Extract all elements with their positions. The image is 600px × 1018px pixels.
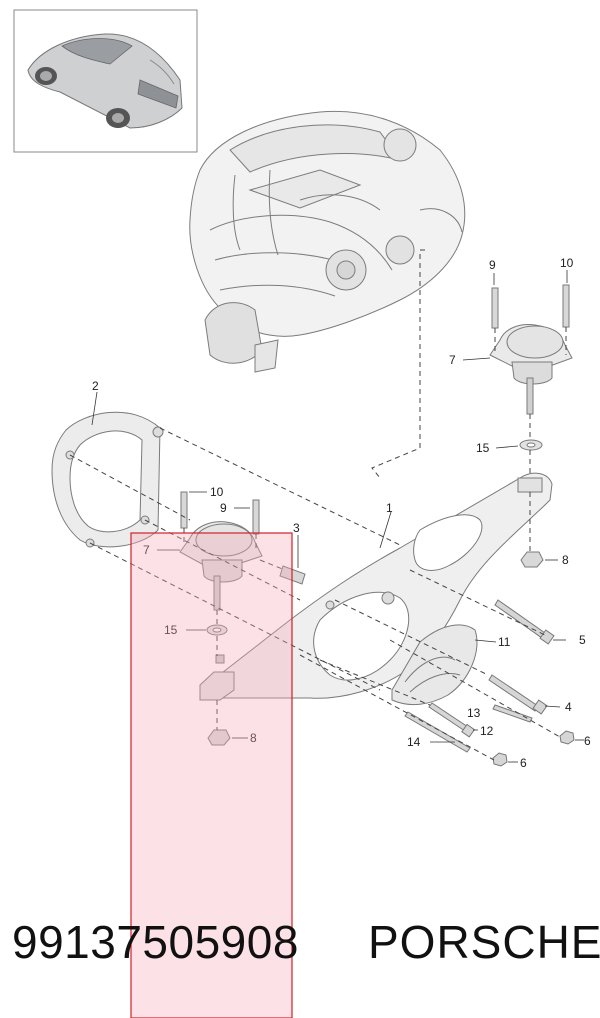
mount-leaders-left [189, 491, 250, 509]
callout-2: 2 [92, 379, 99, 393]
leader-lines [91, 270, 584, 763]
callout-12: 12 [480, 724, 494, 738]
callout-9: 9 [220, 501, 227, 515]
callout-10: 10 [560, 256, 574, 270]
callout-8: 8 [562, 553, 569, 567]
callout-4: 4 [565, 700, 572, 714]
transmission-bracket [199, 472, 553, 701]
callout-11: 11 [498, 635, 511, 649]
part-number: 99137505908 [12, 916, 299, 968]
heat-shield [391, 624, 478, 706]
callout-15: 15 [476, 441, 490, 455]
highlight-box [130, 532, 293, 1018]
callout-labels: 1 2 3 4 5 6 6 7 7 8 8 9 9 10 10 11 12 13… [92, 256, 591, 770]
brand-name: PORSCHE [368, 916, 600, 968]
callout-15: 15 [164, 623, 178, 637]
callout-1: 1 [386, 501, 393, 515]
assembly-lines [69, 249, 567, 761]
callout-14: 14 [407, 735, 421, 749]
callout-3: 3 [293, 521, 300, 535]
vehicle-thumbnail [13, 9, 198, 153]
adapter-plate [51, 411, 164, 548]
engine-illustration [189, 110, 466, 373]
callout-6: 6 [520, 756, 527, 770]
callout-7: 7 [449, 353, 456, 367]
car-icon [27, 33, 183, 129]
callout-10: 10 [210, 485, 224, 499]
callout-6: 6 [584, 734, 591, 748]
callout-5: 5 [579, 633, 586, 647]
engine-mount-right [489, 284, 573, 568]
callout-9: 9 [489, 258, 496, 272]
callout-8: 8 [250, 731, 257, 745]
engine-mount-left [179, 491, 306, 746]
callout-13: 13 [467, 706, 481, 720]
callout-7: 7 [143, 543, 150, 557]
